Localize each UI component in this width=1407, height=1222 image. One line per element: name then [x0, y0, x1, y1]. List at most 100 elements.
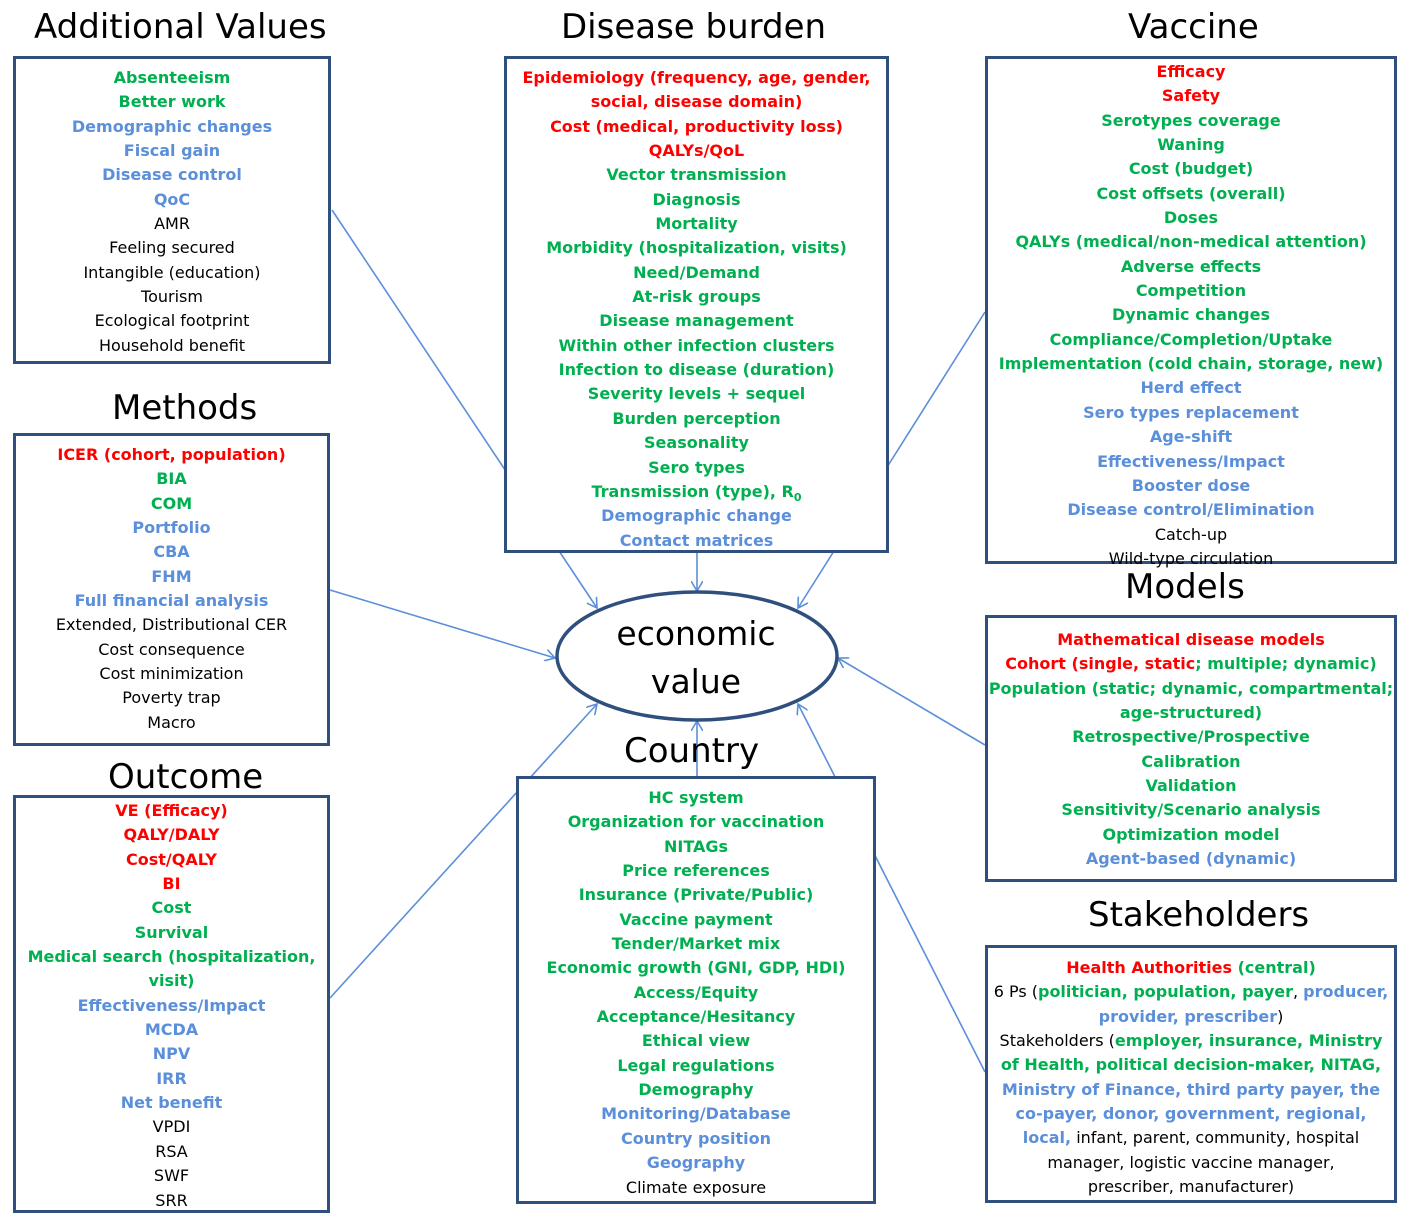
country-item-text: Geography — [646, 1153, 746, 1173]
stakeholders-item-part: Health Authorities — [1066, 958, 1233, 977]
methods-item: Extended, Distributional CER — [16, 613, 327, 637]
outcome-item: Cost/QALY — [16, 848, 327, 872]
vaccine-item: Disease control/Elimination — [988, 498, 1394, 522]
disease-item: Disease management — [507, 309, 886, 333]
outcome-item: QALY/DALY — [16, 823, 327, 847]
vaccine-item-text: Herd effect — [1140, 378, 1242, 398]
stakeholders-item-part: of Health, political decision-maker, NIT… — [1000, 1055, 1382, 1075]
disease-item: Severity levels + sequel — [507, 382, 886, 406]
methods-title: Methods — [112, 388, 258, 428]
vaccine-item: Competition — [988, 279, 1394, 303]
additional-item-text: AMR — [154, 214, 190, 234]
country-item-text: Climate exposure — [625, 1177, 767, 1197]
methods-item: Cost minimization — [16, 662, 327, 686]
disease-item-text: Demographic change — [601, 506, 792, 526]
outcome-item: VPDI — [16, 1115, 327, 1139]
vaccine-item-text: Cost offsets (overall) — [1096, 183, 1286, 203]
outcome-item-text: Cost/QALY — [125, 849, 218, 869]
stakeholders-item: of Health, political decision-maker, NIT… — [988, 1053, 1394, 1077]
stakeholders-item-part: politician, population, payer — [1037, 982, 1293, 1002]
stakeholders-item-part: employer, insurance, Ministry — [1114, 1031, 1383, 1051]
outcome-item-text: RSA — [155, 1141, 188, 1161]
country-item-text: Legal regulations — [617, 1055, 775, 1075]
country-item: Geography — [519, 1151, 873, 1175]
stakeholders-title: Stakeholders — [1088, 895, 1310, 935]
additional-item: Absenteeism — [16, 66, 328, 90]
vaccine-item-text: Booster dose — [1131, 475, 1251, 495]
stakeholders-item-part: Ministry of Finance, third party payer, … — [1001, 1079, 1381, 1099]
vaccine-item-text: Sero types replacement — [1083, 402, 1299, 422]
models-item: Sensitivity/Scenario analysis — [988, 798, 1394, 822]
disease-item: Cost (medical, productivity loss) — [507, 115, 886, 139]
models-item-text: Retrospective/Prospective — [1072, 727, 1310, 747]
disease-item: Sero types — [507, 456, 886, 480]
models-item-text: Agent-based (dynamic) — [1085, 849, 1297, 869]
models-item: Optimization model — [988, 823, 1394, 847]
additional-item: Fiscal gain — [16, 139, 328, 163]
country-item: NITAGs — [519, 835, 873, 859]
outcome-item: RSA — [16, 1140, 327, 1164]
vaccine-item: Effectiveness/Impact — [988, 450, 1394, 474]
country-item-text: NITAGs — [663, 836, 729, 856]
country-item-text: Vaccine payment — [619, 909, 773, 929]
economic-value-line1: economic — [616, 614, 776, 653]
models-item-text: Population (static; dynamic, compartment… — [988, 678, 1394, 698]
disease-item: Within other infection clusters — [507, 334, 886, 358]
outcome-item: Survival — [16, 921, 327, 945]
additional-item: Feeling secured — [16, 236, 328, 260]
vaccine-item-text: Doses — [1163, 208, 1219, 228]
vaccine-item-text: Adverse effects — [1120, 256, 1262, 276]
country-item-text: Insurance (Private/Public) — [578, 885, 814, 905]
country-item-text: Economic growth (GNI, GDP, HDI) — [546, 958, 846, 978]
economic-value-node — [555, 590, 839, 722]
additional-item-text: Fiscal gain — [123, 141, 221, 161]
vaccine-item-text: Competition — [1135, 281, 1247, 301]
stakeholders-item-part: producer, — [1303, 982, 1389, 1002]
disease-item-text: Infection to disease (duration) — [558, 360, 835, 380]
disease-item-text: Sero types — [648, 457, 745, 477]
outcome-item: Net benefit — [16, 1091, 327, 1115]
outcome-item-text: visit) — [148, 971, 195, 991]
disease-item: Transmission (type), R0 — [507, 480, 886, 504]
disease-item-text: Within other infection clusters — [558, 335, 835, 355]
economic-value-line2: value — [650, 662, 742, 701]
country-item: HC system — [519, 786, 873, 810]
models-item: Retrospective/Prospective — [988, 725, 1394, 749]
stakeholders-item-part: , — [1293, 982, 1304, 1002]
methods-item: FHM — [16, 565, 327, 589]
outcome-item: NPV — [16, 1042, 327, 1066]
stakeholders-item-part: co-payer, donor, government, regional, — [1015, 1104, 1367, 1124]
vaccine-item: Wild-type circulation — [988, 547, 1394, 571]
additional-item: Demographic changes — [16, 115, 328, 139]
stakeholders-item: local, infant, parent, community, hospit… — [988, 1126, 1394, 1150]
additional-item: Disease control — [16, 163, 328, 187]
methods-item: ICER (cohort, population) — [16, 443, 327, 467]
methods-item: Cost consequence — [16, 638, 327, 662]
disease-item: Seasonality — [507, 431, 886, 455]
vaccine-item: Implementation (cold chain, storage, new… — [988, 352, 1394, 376]
disease-burden-box: Epidemiology (frequency, age, gender,soc… — [504, 56, 889, 553]
stakeholders-item: 6 Ps (politician, population, payer, pro… — [988, 980, 1394, 1004]
additional-item: QoC — [16, 188, 328, 212]
country-item: Tender/Market mix — [519, 932, 873, 956]
stakeholders-box: Health Authorities (central)6 Ps (politi… — [985, 945, 1397, 1203]
additional-item-text: Demographic changes — [71, 116, 273, 136]
disease-item-text: Severity levels + sequel — [587, 384, 806, 404]
models-item: Mathematical disease models — [988, 628, 1394, 652]
country-item: Vaccine payment — [519, 908, 873, 932]
country-item: Country position — [519, 1127, 873, 1151]
disease-item-text: Contact matrices — [619, 530, 774, 550]
additional-item: Intangible (education) — [16, 261, 328, 285]
country-item-text: Acceptance/Hesitancy — [596, 1007, 796, 1027]
country-item-text: Demography — [638, 1080, 754, 1100]
country-item: Legal regulations — [519, 1054, 873, 1078]
outcome-item: BI — [16, 872, 327, 896]
vaccine-item-text: Waning — [1157, 135, 1225, 155]
vaccine-item: Age-shift — [988, 425, 1394, 449]
stakeholders-item: Ministry of Finance, third party payer, … — [988, 1078, 1394, 1102]
vaccine-item: Herd effect — [988, 376, 1394, 400]
economic-value-label: economic value — [557, 610, 835, 706]
vaccine-item: Catch-up — [988, 523, 1394, 547]
country-item-text: Ethical view — [641, 1031, 751, 1051]
vaccine-item-text: Safety — [1161, 86, 1221, 106]
